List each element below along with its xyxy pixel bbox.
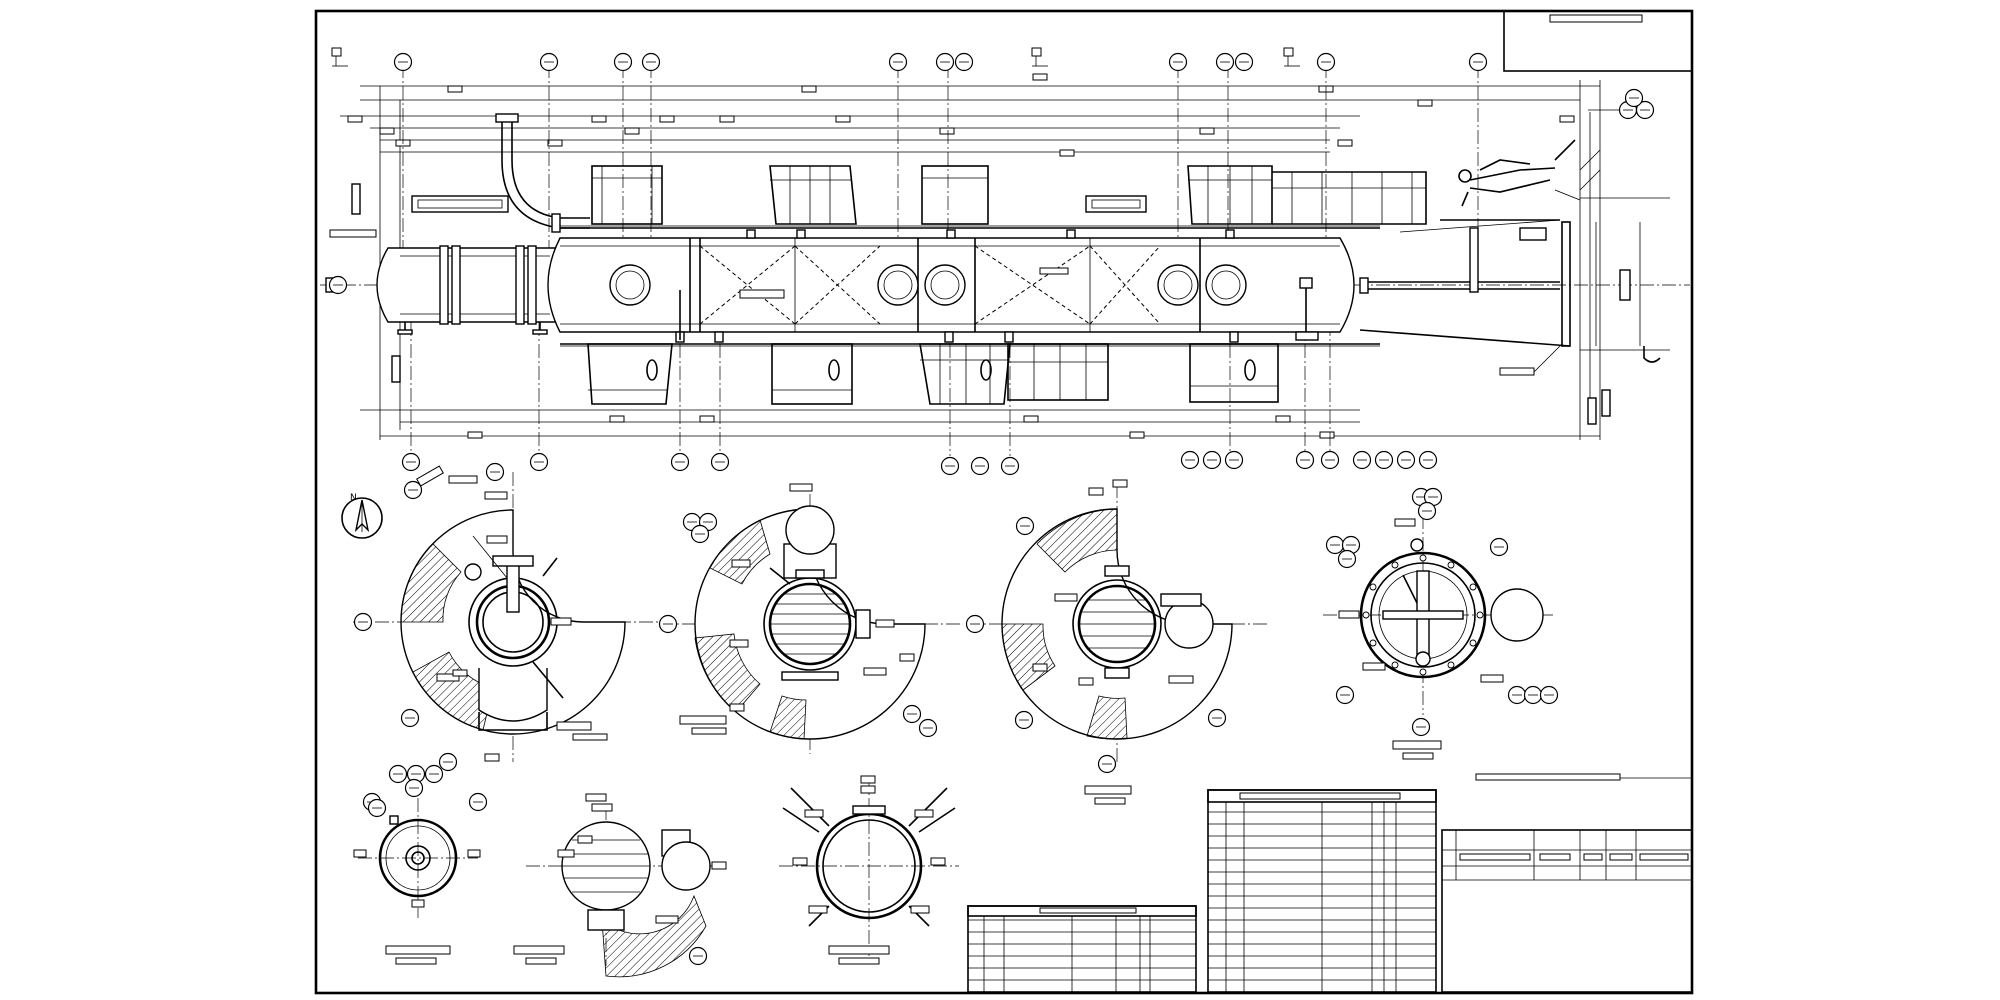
elevation-view bbox=[320, 47, 1690, 476]
operator-figure-icon bbox=[1458, 139, 1581, 207]
sheet-border bbox=[314, 9, 1694, 995]
nozzle-schedule-table bbox=[1207, 789, 1437, 993]
plan-view-6 bbox=[513, 793, 727, 978]
structure-right bbox=[1579, 112, 1670, 420]
platforms-top bbox=[411, 165, 1427, 225]
platforms-bottom bbox=[587, 343, 1279, 405]
plan-view-5 bbox=[353, 764, 488, 965]
dimension-lines bbox=[340, 73, 1601, 440]
transfer-pipe bbox=[495, 113, 590, 233]
plan-view-7 bbox=[779, 775, 959, 965]
main-column-shell bbox=[547, 229, 1355, 343]
nozzle-balloons-top bbox=[331, 47, 1488, 72]
plan-view-2 bbox=[658, 483, 960, 754]
nozzle-balloons-bottom bbox=[401, 450, 1438, 476]
north-arrow-label: N bbox=[350, 493, 357, 503]
corner-stamp-box bbox=[1503, 10, 1693, 72]
left-annotations bbox=[329, 183, 1611, 425]
north-arrow-icon: N bbox=[341, 493, 383, 539]
title-block bbox=[1441, 773, 1693, 993]
small-parts-table bbox=[967, 905, 1197, 993]
plan-view-3 bbox=[965, 479, 1267, 805]
plan-view-4 bbox=[1323, 487, 1559, 760]
outlet-piping bbox=[1359, 88, 1661, 376]
left-shell-exchanger bbox=[325, 245, 561, 335]
plan-view-1 bbox=[353, 462, 673, 772]
